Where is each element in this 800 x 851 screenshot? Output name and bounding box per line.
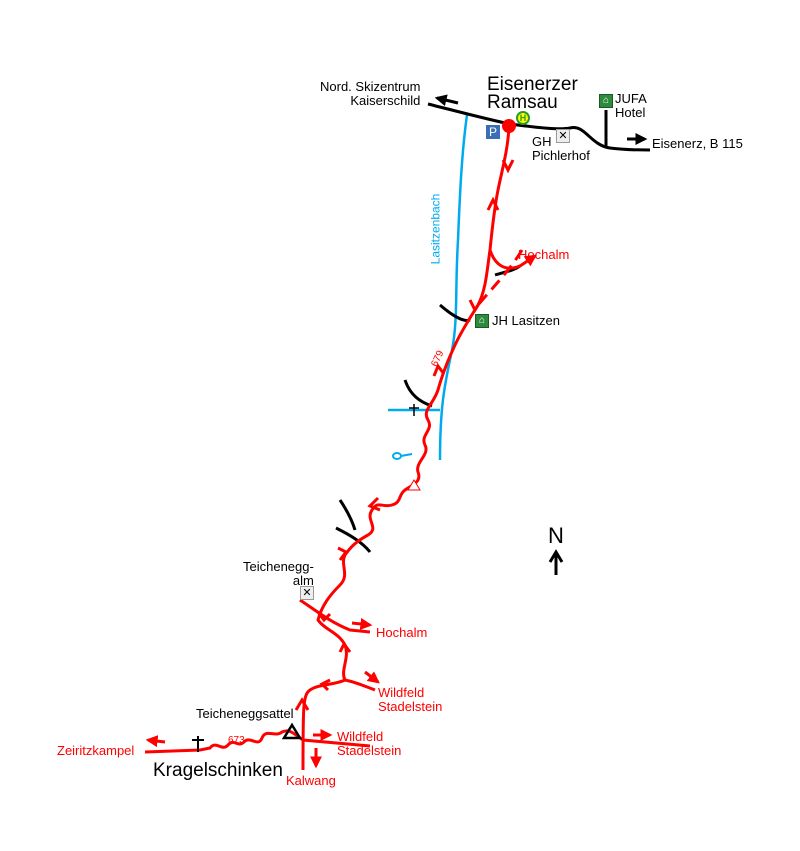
north-arrow-icon <box>548 549 564 575</box>
label-hochalm-2: Hochalm <box>376 625 428 640</box>
summit-cross-icon <box>192 736 204 752</box>
label-line: Hotel <box>615 105 646 120</box>
label-teicheneggsattel: Teicheneggsattel <box>196 706 294 721</box>
north-label: N <box>548 523 564 548</box>
label-line: Stadelstein <box>337 743 402 758</box>
label-zeiritzkampel: Zeiritzkampel <box>57 743 135 758</box>
label-line: JUFA <box>615 91 647 106</box>
title-line: Ramsau <box>487 92 558 113</box>
arrow-kaiserschild <box>434 94 459 107</box>
spring-icon <box>392 452 402 460</box>
label-line: GH <box>532 134 552 149</box>
label-jh-lasitzen: JH Lasitzen <box>492 313 560 328</box>
arrow-hochalm-1 <box>519 254 537 268</box>
label-hochalm-1: Hochalm <box>518 247 570 262</box>
label-kragelschinken: Kragelschinken <box>153 760 283 781</box>
river-lasitzenbach <box>438 114 469 461</box>
label-route-673: 673 <box>228 735 245 746</box>
warning-icon <box>407 479 421 491</box>
saddle-triangle-icon <box>281 722 303 740</box>
restaurant-icon: ✕ <box>556 129 570 143</box>
label-kalwang: Kalwang <box>286 773 336 788</box>
label-teichenegg-alm: Teichenegg-alm <box>243 560 314 588</box>
route-673 <box>144 729 371 754</box>
bus-stop-icon: H <box>516 111 530 125</box>
route-main <box>301 125 511 771</box>
label-line: Wildfeld <box>378 685 425 700</box>
label-eisenerz: Eisenerz, B 115 <box>652 136 743 151</box>
label-line: Wildfeld <box>337 729 384 744</box>
parking-icon: P <box>486 125 500 139</box>
label-lasitzenbach: Lasitzenbach <box>428 193 443 265</box>
route-dashed <box>476 249 524 306</box>
label-line: alm <box>292 573 314 588</box>
main-road <box>427 102 651 152</box>
label-line: Nord. Skizentrum <box>320 79 421 94</box>
direction-chevrons <box>294 159 515 711</box>
title-line: Eisenerzer <box>487 74 578 95</box>
label-line: Kaiserschild <box>350 93 421 108</box>
label-line: Stadelstein <box>378 699 443 714</box>
arrow-hochalm-2 <box>351 617 373 630</box>
restaurant-icon: ✕ <box>300 586 314 600</box>
label-line: Pichlerhof <box>532 148 590 163</box>
arrow-zeiritzkampel <box>145 735 166 748</box>
hut-icon: ⌂ <box>599 94 613 108</box>
cross-icon <box>409 404 419 416</box>
arrow-wildfeld-1 <box>364 670 380 684</box>
hut-icon: ⌂ <box>475 314 489 328</box>
start-point-icon <box>502 119 516 133</box>
label-line: Teichenegg- <box>243 559 314 574</box>
